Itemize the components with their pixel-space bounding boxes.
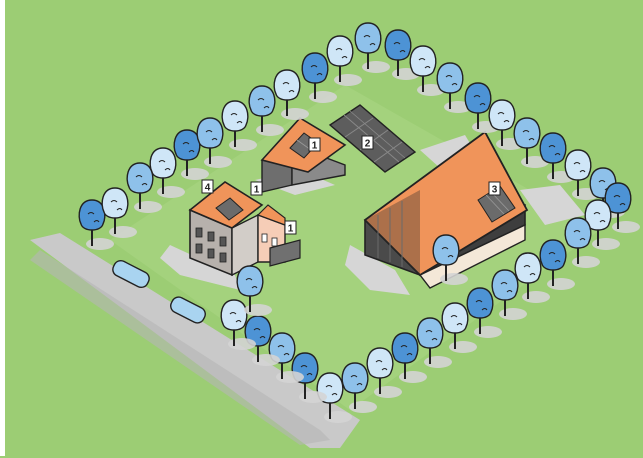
frame-left: [0, 0, 5, 456]
label-3-barn: 3: [489, 182, 500, 196]
svg-text:2: 2: [365, 139, 371, 150]
label-4-house: 4: [202, 180, 213, 194]
label-1-house-a: 1: [251, 182, 262, 196]
label-1-shed: 1: [309, 138, 320, 152]
label-2-solar-field: 2: [362, 136, 373, 150]
svg-text:4: 4: [205, 183, 211, 194]
svg-text:3: 3: [492, 185, 498, 196]
label-1-house-b: 1: [285, 221, 296, 235]
svg-text:1: 1: [254, 185, 260, 196]
svg-text:1: 1: [288, 224, 294, 235]
svg-text:1: 1: [312, 141, 318, 152]
